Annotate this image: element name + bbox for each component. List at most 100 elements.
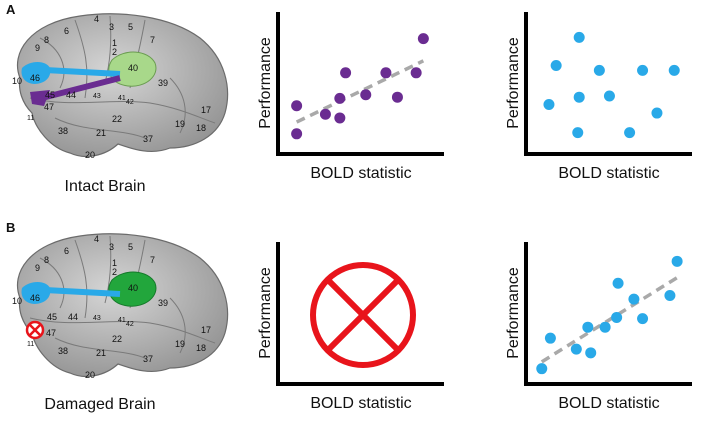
region-label: 7 xyxy=(150,35,155,45)
region-label: 9 xyxy=(35,263,40,273)
region-label: 10 xyxy=(12,76,22,86)
region-label: 41 xyxy=(118,95,126,102)
intact-brain-caption: Intact Brain xyxy=(64,178,146,195)
data-point xyxy=(664,289,676,301)
region-label: 41 xyxy=(118,317,126,324)
data-point xyxy=(599,321,611,333)
region-label: 17 xyxy=(201,325,211,335)
data-point xyxy=(611,311,623,323)
data-point xyxy=(334,112,346,124)
data-point xyxy=(637,64,649,76)
data-point xyxy=(550,59,562,71)
region-label: 22 xyxy=(112,114,122,124)
region-label: 5 xyxy=(128,242,133,252)
purple-pathway-arrow xyxy=(41,75,121,101)
region-label: 38 xyxy=(58,346,68,356)
scatter-plot-a-purple: BOLD statistic Performance xyxy=(257,12,444,182)
data-point xyxy=(612,277,624,289)
brain-b-region-labels: 4 6 3 1 2 5 7 8 9 40 39 10 46 45 44 43 4… xyxy=(12,234,211,380)
data-point xyxy=(573,91,585,103)
data-point xyxy=(668,64,680,76)
region-label: 43 xyxy=(93,315,101,322)
region-label: 39 xyxy=(158,78,168,88)
data-point xyxy=(417,33,429,45)
region-label: 4 xyxy=(94,234,99,244)
x-axis-label: BOLD statistic xyxy=(558,395,659,412)
blue-pathway-arrow xyxy=(44,67,121,77)
blue-pathway-arrow xyxy=(44,287,121,297)
data-point xyxy=(585,347,597,359)
data-point xyxy=(582,321,594,333)
data-point xyxy=(624,127,636,139)
green-region-40 xyxy=(108,271,157,307)
region-label: 18 xyxy=(196,343,206,353)
trend-line xyxy=(540,276,679,364)
region-label: 38 xyxy=(58,126,68,136)
brain-a-region-labels: 4 6 3 1 2 5 7 8 9 40 39 10 46 45 44 43 4… xyxy=(12,14,211,160)
region-label: 46 xyxy=(30,73,40,83)
region-label: 18 xyxy=(196,123,206,133)
region-label: 44 xyxy=(66,90,76,100)
region-label: 40 xyxy=(128,63,138,73)
region-label: 11 xyxy=(27,115,34,122)
data-point xyxy=(380,67,392,79)
data-point xyxy=(410,67,422,79)
lesion-icon xyxy=(25,320,45,340)
y-axis-label: Performance xyxy=(257,37,274,129)
data-point xyxy=(291,128,303,140)
region-label: 37 xyxy=(143,354,153,364)
damaged-brain-caption: Damaged Brain xyxy=(44,396,156,413)
data-point xyxy=(628,293,640,305)
blue-region-46 xyxy=(21,62,51,84)
blue-region-46 xyxy=(21,282,51,304)
region-label: 45 xyxy=(45,90,55,100)
region-label: 46 xyxy=(30,293,40,303)
region-label: 21 xyxy=(96,128,106,138)
region-label: 6 xyxy=(64,26,69,36)
region-label: 44 xyxy=(68,312,78,322)
region-label: 22 xyxy=(112,334,122,344)
region-label: 47 xyxy=(46,328,56,338)
region-label: 20 xyxy=(85,150,95,160)
no-relationship-cross xyxy=(325,277,401,353)
region-label: 43 xyxy=(93,93,101,100)
data-point xyxy=(334,92,346,104)
region-label: 20 xyxy=(85,370,95,380)
data-point xyxy=(544,332,556,344)
data-point xyxy=(671,255,683,267)
region-label: 2 xyxy=(112,47,117,57)
region-label: 1 xyxy=(112,38,117,48)
region-label: 42 xyxy=(126,321,134,328)
panel-b-letter: B xyxy=(6,220,16,235)
region-label: 5 xyxy=(128,22,133,32)
y-axis-label: Performance xyxy=(505,267,522,359)
region-label: 19 xyxy=(175,119,185,129)
scatter-plot-b-blue: BOLD statistic Performance xyxy=(505,242,692,412)
region-label: 8 xyxy=(44,255,49,265)
panel-a-letter: A xyxy=(6,2,16,17)
region-label: 42 xyxy=(126,99,134,106)
region-label: 3 xyxy=(109,242,114,252)
data-point xyxy=(536,363,548,375)
region-label: 37 xyxy=(143,134,153,144)
damaged-brain-figure: 4 6 3 1 2 5 7 8 9 40 39 10 46 45 44 43 4… xyxy=(12,233,229,380)
region-label: 39 xyxy=(158,298,168,308)
data-point xyxy=(637,313,649,325)
region-label: 3 xyxy=(109,22,114,32)
data-point xyxy=(543,99,555,111)
trend-line xyxy=(295,59,425,124)
region-label: 19 xyxy=(175,339,185,349)
data-point xyxy=(291,100,303,112)
region-label: 21 xyxy=(96,348,106,358)
data-point xyxy=(340,67,352,79)
x-axis-label: BOLD statistic xyxy=(310,165,411,182)
region-label: 10 xyxy=(12,296,22,306)
region-label: 1 xyxy=(112,258,117,268)
region-label: 40 xyxy=(128,283,138,293)
region-label: 2 xyxy=(112,267,117,277)
purple-region-45 xyxy=(30,90,50,106)
region-label: 9 xyxy=(35,43,40,53)
region-label: 4 xyxy=(94,14,99,24)
